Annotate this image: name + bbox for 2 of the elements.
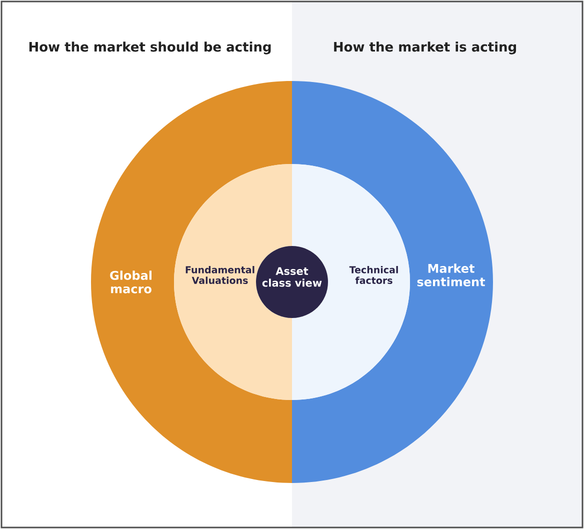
column-heading: How the market should be acting (29, 42, 271, 54)
column-heading: How the market is acting (334, 42, 516, 54)
